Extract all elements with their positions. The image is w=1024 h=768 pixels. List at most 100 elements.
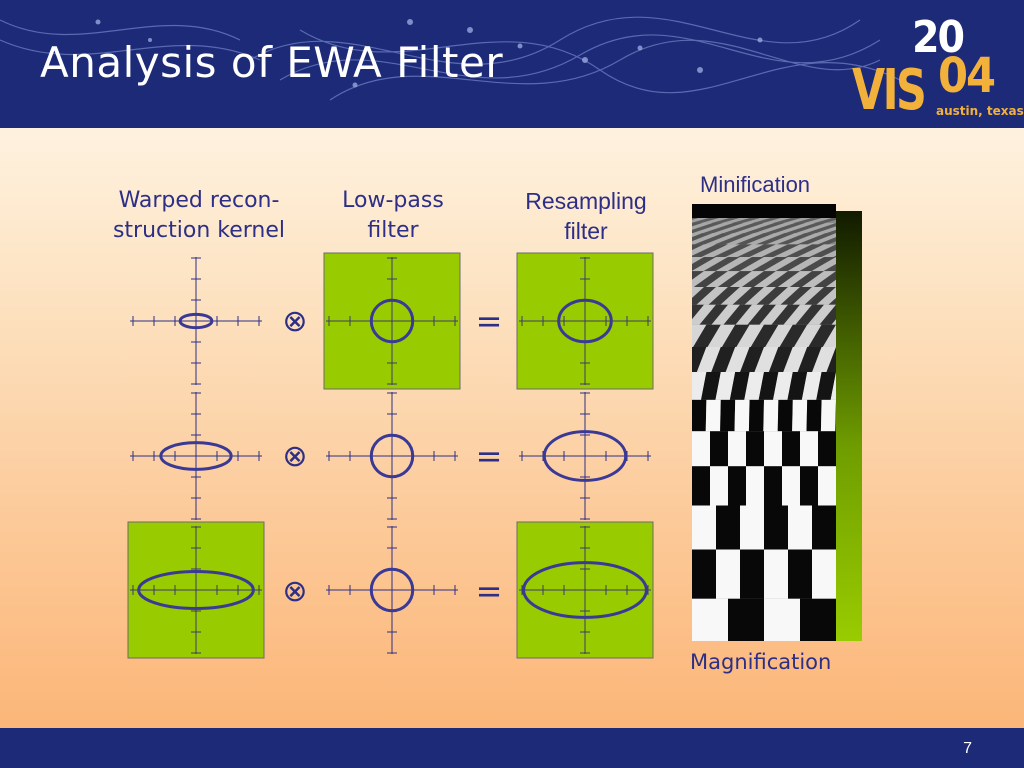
- kernel-ellipse-row-3: [137, 570, 255, 610]
- checker-light-cell: [692, 505, 716, 550]
- checker-dark-cell: [693, 271, 728, 288]
- column-label-kernel: Warped recon- struction kernel: [112, 188, 286, 243]
- checker-dark-cell: [785, 244, 824, 258]
- checker-light-cell: [692, 271, 716, 288]
- magnification-label: Magnification: [690, 650, 832, 674]
- checker-dark-cell: [699, 304, 728, 325]
- checker-light-cell: [692, 223, 734, 234]
- checker-dark-cell: [800, 466, 818, 506]
- checker-dark-cell: [694, 233, 734, 245]
- checker-dark-cell: [780, 287, 812, 305]
- checker-light-cell: [792, 287, 824, 305]
- checker-light-cell: [766, 233, 806, 245]
- checker-light-cell: [782, 466, 800, 506]
- checker-dark-cell: [761, 244, 800, 258]
- checkerboard-rendering-image: [692, 204, 862, 641]
- checker-dark-cell: [716, 505, 740, 550]
- checker-light-cell: [692, 257, 728, 272]
- checker-light-cell: [793, 324, 822, 347]
- checker-light-cell: [759, 304, 788, 325]
- checker-dark-cell: [777, 399, 793, 432]
- lowpass-ellipse-row-1: [369, 298, 415, 344]
- kernel-ellipse-row-1: [178, 312, 214, 330]
- checker-light-cell: [716, 549, 740, 599]
- checker-dark-cell: [748, 399, 764, 432]
- lowpass-ellipse-row-2: [369, 433, 415, 479]
- checker-light-cell: [692, 371, 707, 400]
- resampling-cell-row-2: [519, 392, 651, 520]
- checker-dark-cell: [723, 223, 764, 234]
- checker-light-cell: [768, 287, 800, 305]
- lowpass-ellipse-row-3: [369, 567, 415, 613]
- checker-dark-cell: [795, 304, 824, 325]
- resampling-ellipse-row-3: [522, 561, 648, 619]
- checker-light-cell: [811, 257, 836, 272]
- checker-light-cell: [710, 466, 728, 506]
- checker-horizon: [692, 204, 836, 218]
- checker-dark-cell: [812, 505, 836, 550]
- equals-operator-row-2: =: [476, 437, 503, 475]
- checker-light-cell: [783, 304, 812, 325]
- checker-light-cell: [720, 287, 752, 305]
- checker-dark-cell: [728, 466, 746, 506]
- checker-dark-cell: [788, 549, 812, 599]
- checker-dark-cell: [721, 324, 750, 347]
- checker-light-cell: [729, 271, 764, 288]
- checker-light-cell: [787, 257, 824, 272]
- checker-dark-cell: [702, 223, 744, 234]
- convolve-operator-row-1: ⊗: [282, 304, 307, 339]
- filter-scale-bar: [836, 211, 862, 641]
- checker-dark-cell: [806, 399, 822, 432]
- checker-light-cell: [797, 244, 836, 258]
- checker-light-cell: [735, 304, 764, 325]
- checker-dark-cell: [804, 287, 836, 305]
- checker-dark-cell: [692, 244, 704, 251]
- kernel-cell-row-2: [130, 392, 262, 520]
- checker-dark-cell: [787, 371, 808, 400]
- checker-light-cell: [786, 233, 826, 245]
- checker-light-cell: [692, 431, 710, 467]
- checker-dark-cell: [818, 431, 836, 467]
- checker-light-cell: [812, 549, 836, 599]
- checker-dark-cell: [751, 257, 788, 272]
- checker-dark-cell: [703, 257, 740, 272]
- checker-dark-cell: [789, 271, 824, 288]
- checker-dark-cell: [692, 399, 707, 432]
- checker-dark-cell: [740, 346, 764, 372]
- checker-light-cell: [745, 233, 785, 245]
- checker-light-cell: [734, 399, 750, 432]
- checker-light-cell: [807, 304, 836, 325]
- checker-dark-cell: [785, 223, 826, 234]
- checker-light-cell: [754, 223, 795, 234]
- checker-light-cell: [764, 598, 800, 641]
- checker-dark-cell: [717, 271, 752, 288]
- checker-dark-cell: [775, 257, 812, 272]
- checker-light-cell: [739, 257, 776, 272]
- checker-light-cell: [800, 431, 818, 467]
- checker-light-cell: [788, 505, 812, 550]
- checker-light-cell: [715, 257, 752, 272]
- checker-light-cell: [746, 466, 764, 506]
- checker-light-cell: [820, 399, 836, 432]
- checker-light-cell: [825, 279, 836, 288]
- checker-dark-cell: [740, 549, 764, 599]
- lowpass-cell-row-1: [323, 252, 461, 390]
- checker-dark-cell: [735, 233, 775, 245]
- checker-dark-cell: [692, 466, 710, 506]
- header-wave-decoration: [0, 16, 901, 101]
- checker-light-cell: [725, 346, 750, 372]
- checker-dark-cell: [797, 233, 836, 245]
- checker-light-cell: [744, 287, 776, 305]
- checker-dark-cell: [779, 324, 808, 347]
- checker-light-cell: [795, 223, 836, 234]
- logo-name: VIS: [852, 58, 927, 123]
- checker-dark-cell: [732, 287, 764, 305]
- checker-dark-cell: [765, 271, 800, 288]
- checker-light-cell: [692, 233, 723, 245]
- ewa-filter-diagram: ⊗ ⊗ ⊗ = = =: [127, 252, 654, 659]
- column-label-resampling: Resampling filter: [525, 188, 647, 244]
- checker-dark-cell: [782, 431, 800, 467]
- checker-dark-cell: [826, 346, 836, 372]
- checker-light-cell: [764, 549, 788, 599]
- checker-dark-cell: [758, 371, 779, 400]
